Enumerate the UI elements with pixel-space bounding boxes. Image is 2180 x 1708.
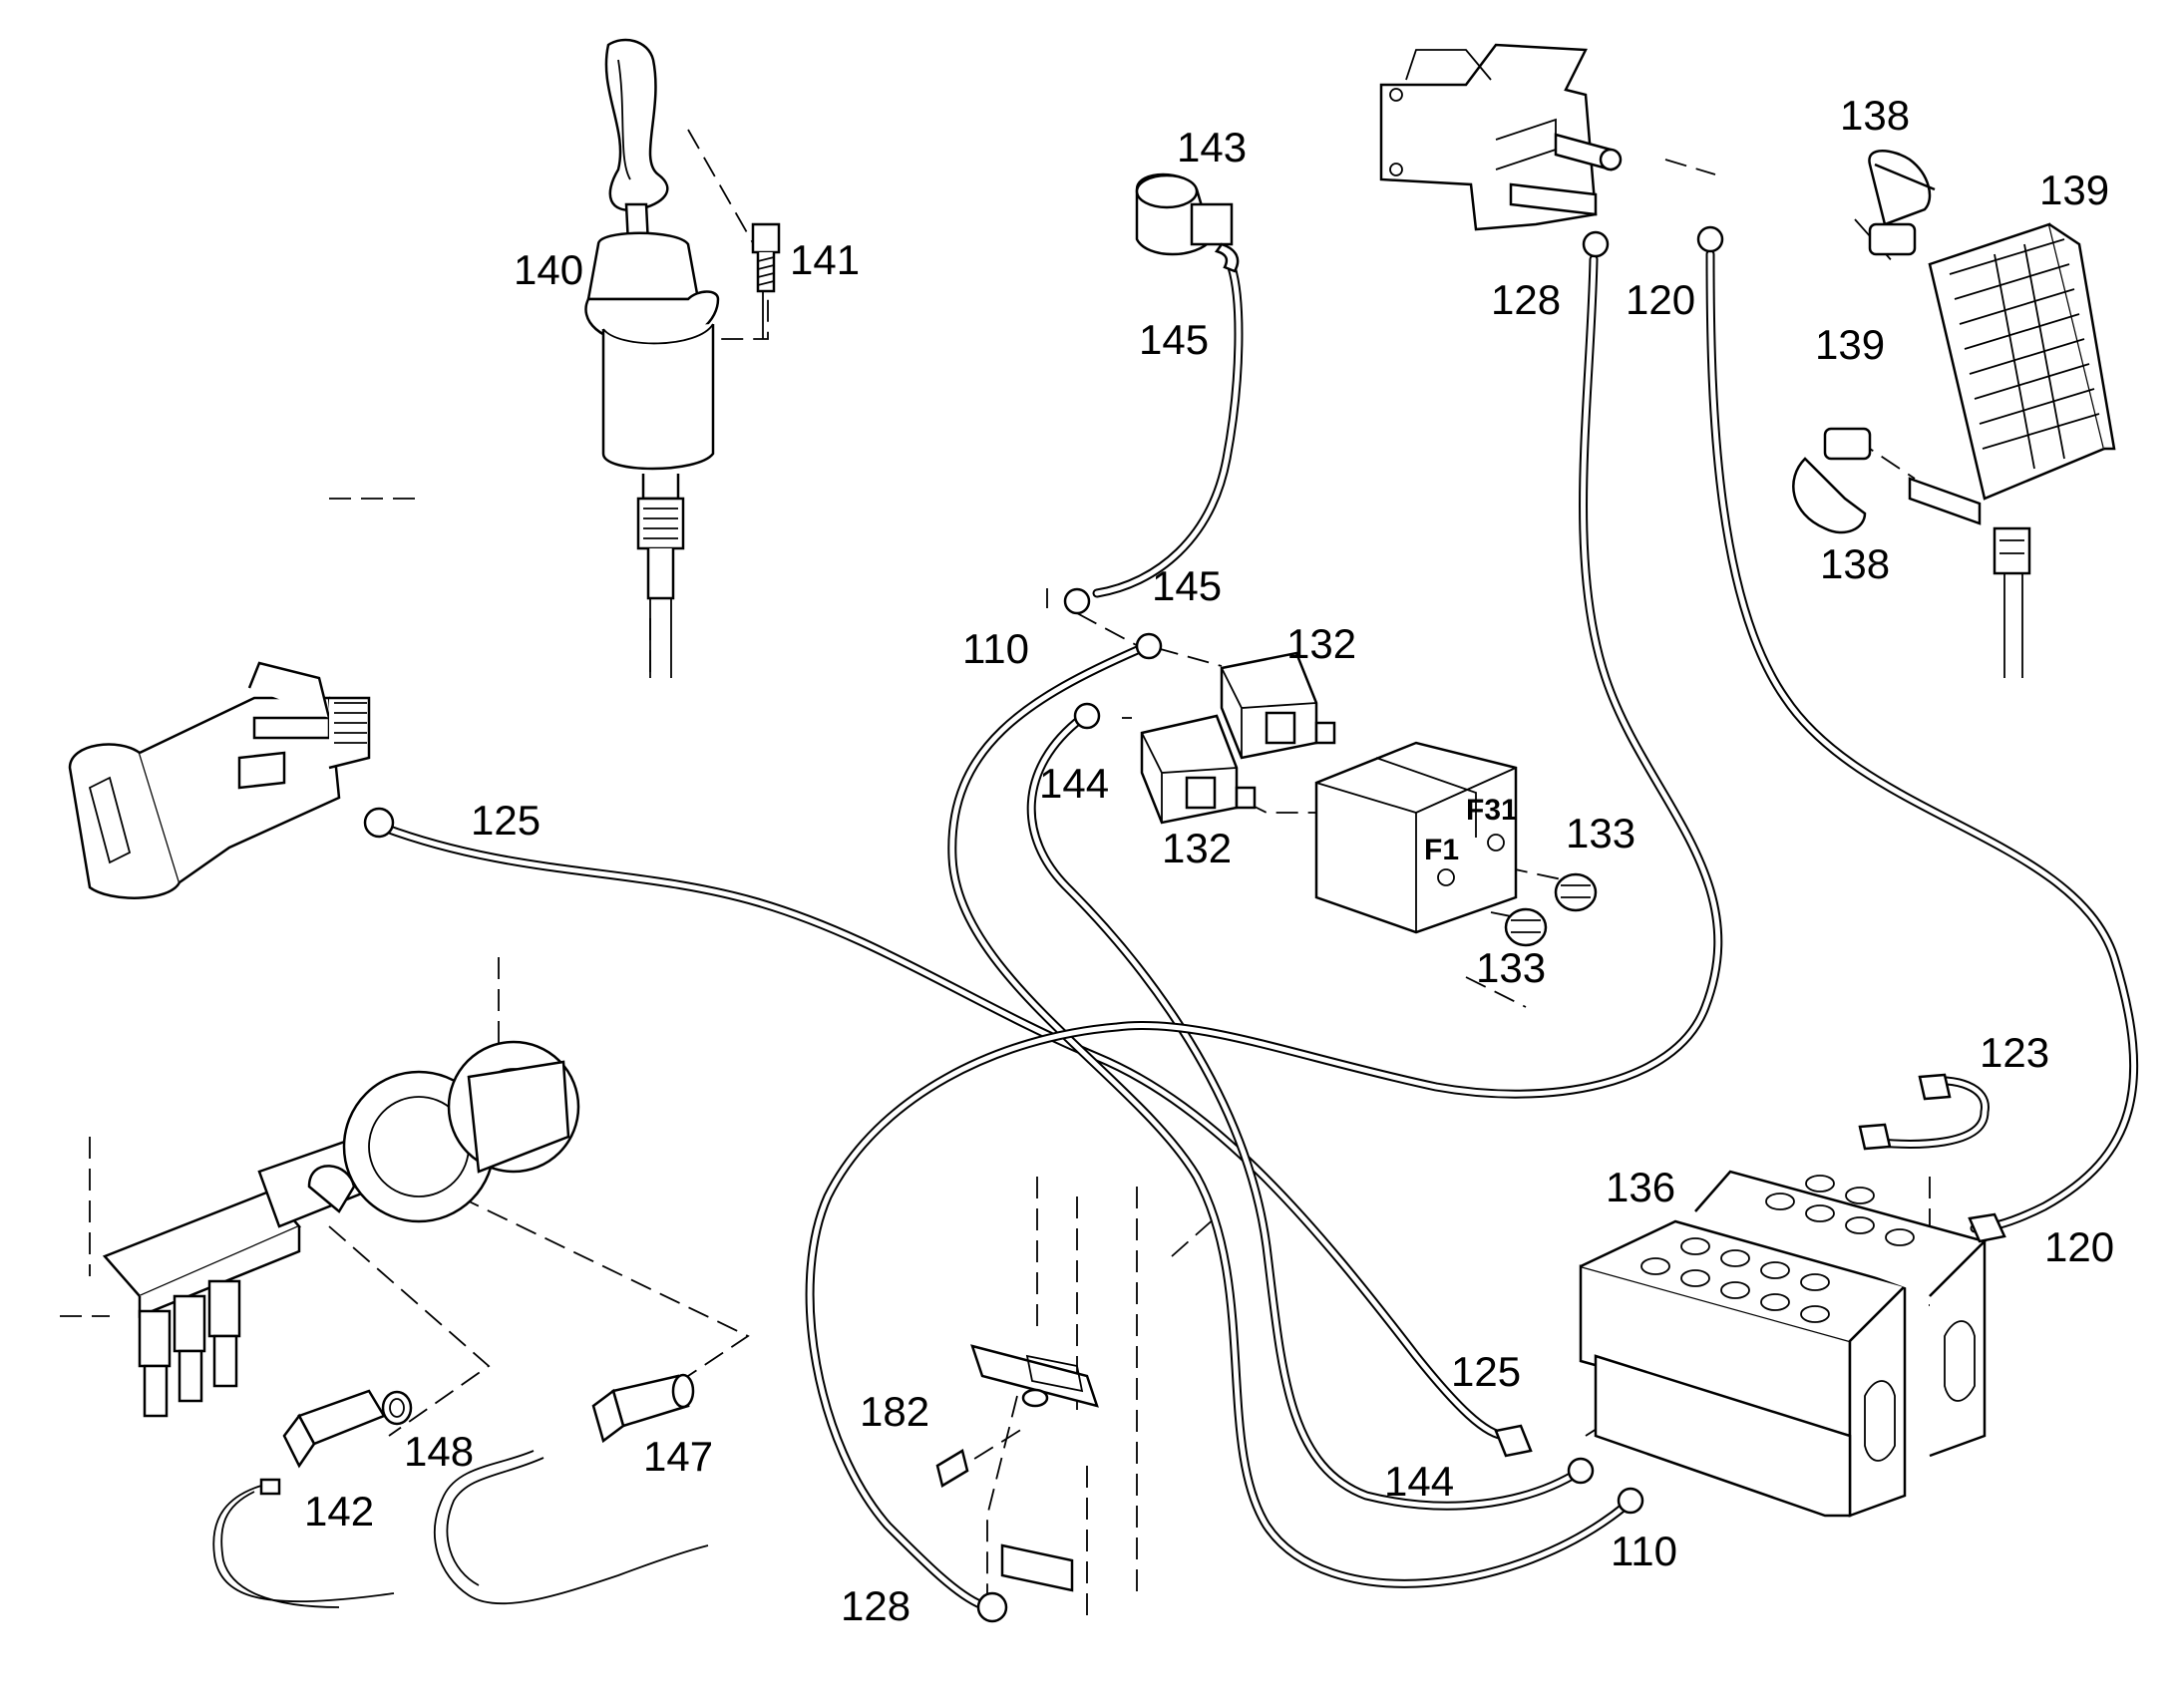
callout-132-lower: 132 (1162, 825, 1232, 871)
callout-140: 140 (514, 246, 583, 293)
seal-148 (381, 1390, 413, 1426)
fuse-label-f31: F31 (1466, 794, 1518, 827)
mounting-138-top (1868, 150, 1936, 226)
callout-147: 147 (643, 1433, 713, 1480)
callout-132-upper: 132 (1286, 620, 1356, 667)
callout-139-top: 139 (2039, 167, 2109, 213)
callout-143: 143 (1177, 124, 1247, 171)
callout-138-top: 138 (1840, 92, 1910, 139)
callout-138-lower: 138 (1820, 540, 1890, 587)
callout-133-lower: 133 (1476, 944, 1546, 991)
mount-139-lower (1823, 427, 1872, 461)
callout-125-lower: 125 (1451, 1348, 1521, 1395)
battery-rear (1694, 1170, 1988, 1458)
callout-136: 136 (1606, 1164, 1675, 1210)
sensor-wire-147 (434, 1450, 709, 1605)
bracket-182 (935, 1344, 1099, 1592)
circuit-breaker-132-upper (1220, 651, 1336, 760)
motor-left (68, 661, 371, 899)
callout-labels: 143 145 145 140 141 128 120 138 139 139 … (304, 92, 2114, 1629)
callout-144-lower: 144 (1384, 1458, 1454, 1505)
callout-120-lower: 120 (2044, 1223, 2114, 1270)
fuse-label-f1: F1 (1424, 834, 1459, 866)
callout-144-upper: 144 (1039, 760, 1109, 807)
callout-128-top: 128 (1491, 276, 1561, 323)
sensor-147 (591, 1373, 695, 1444)
mount-139-top (1868, 222, 1917, 256)
callout-120-top: 120 (1626, 276, 1695, 323)
circuit-breaker-132-lower (1140, 714, 1257, 825)
callout-145-lower: 145 (1152, 562, 1222, 609)
callout-141: 141 (790, 236, 860, 283)
battery-rear-caps (1765, 1175, 1915, 1246)
sensor-142 (259, 1389, 386, 1496)
fuse-133-right (1554, 872, 1598, 912)
callout-142: 142 (304, 1488, 374, 1535)
valve-fittings (138, 1279, 241, 1418)
joystick-140 (584, 38, 720, 678)
fuse-133-lower (1504, 907, 1548, 947)
callout-128-lower: 128 (841, 1582, 910, 1629)
callout-139-middle: 139 (1815, 321, 1885, 368)
control-unit-139 (1908, 222, 2116, 678)
callout-148: 148 (404, 1428, 474, 1475)
fuse-holder (1314, 741, 1518, 934)
starter-motor (1379, 43, 1623, 231)
callout-145-upper: 145 (1139, 316, 1209, 363)
callout-182: 182 (860, 1388, 929, 1435)
callout-133-right: 133 (1566, 810, 1635, 856)
battery-front (1579, 1219, 1908, 1518)
battery-front-caps (1640, 1237, 1830, 1323)
screw-141 (751, 222, 781, 293)
ring-terminals (363, 225, 2006, 1623)
mounting-138-lower (1792, 457, 1867, 534)
hydraulic-valve-block (102, 1040, 580, 1418)
callout-110-lower: 110 (1611, 1528, 1677, 1574)
cables (212, 249, 2139, 1610)
callout-110-upper: 110 (962, 625, 1029, 672)
sensor-143 (1135, 172, 1240, 273)
callout-125-upper: 125 (471, 797, 541, 844)
sensor-wire-142 (212, 1485, 395, 1603)
callout-123: 123 (1980, 1029, 2049, 1076)
